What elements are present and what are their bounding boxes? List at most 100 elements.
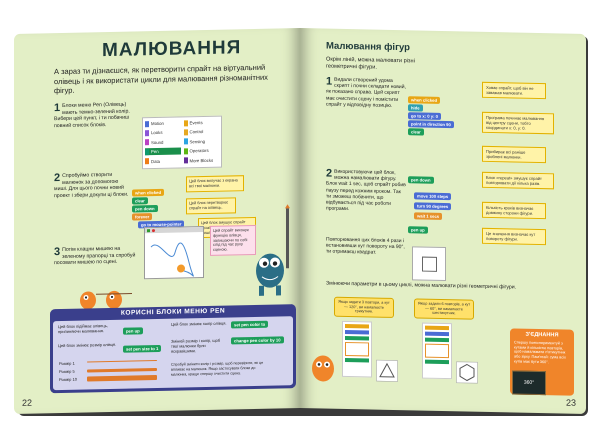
- clear-block[interactable]: clear: [408, 128, 424, 136]
- orange-monster-illustration: [312, 355, 334, 382]
- category-pen[interactable]: Pen: [145, 147, 181, 156]
- tip-triangle: Якщо задати 3 повтори, а кут — 120°, ви …: [334, 296, 394, 318]
- step-1: 1 Блоки меню Pen (Олівець) мають темно-з…: [54, 101, 136, 129]
- when-flag-clicked-block[interactable]: when clicked: [408, 96, 441, 104]
- category-label: Data: [151, 158, 161, 164]
- step-number: 3: [54, 246, 61, 259]
- category-label: Events: [189, 120, 203, 126]
- book-spread: МАЛЮВАННЯ А зараз ти дізнаєшся, як перет…: [14, 28, 588, 416]
- category-color-swatch: [145, 139, 149, 146]
- step-3: 3 Потім клацни мишею на зеленому прапорц…: [54, 245, 140, 267]
- left-page: МАЛЮВАННЯ А зараз ти дізнаєшся, як перет…: [14, 28, 300, 414]
- category-label: Motion: [151, 120, 164, 127]
- bottom-text: Змінюючи параметри в цьому циклі, можна …: [326, 280, 517, 291]
- pen-up-block[interactable]: pen up: [408, 226, 428, 234]
- step-number: 1: [326, 75, 333, 88]
- note-clear: Прибирає всі раніше зроблені малюнки.: [482, 145, 546, 164]
- set-pen-color-block[interactable]: set pen color to: [231, 320, 269, 329]
- green-flag-icon[interactable]: [147, 229, 150, 233]
- category-control[interactable]: Control: [183, 128, 220, 136]
- set-pen-size-block[interactable]: set pen size to 1: [123, 344, 162, 353]
- hide-block[interactable]: hide: [408, 104, 423, 112]
- useful-pen-blocks-box: КОРИСНІ БЛОКИ МЕНЮ PEN Цей блок підіймає…: [50, 304, 296, 394]
- pen-down-block[interactable]: pen down: [408, 176, 434, 184]
- step-text: Блоки меню Pen (Олівець) мають темно-зел…: [54, 101, 130, 129]
- chalkboard-label: 360°: [523, 379, 535, 386]
- intro-text: А зараз ти дізнаєшся, як перетворити спр…: [54, 62, 268, 96]
- size-label-1: Розмір 1: [59, 360, 75, 367]
- category-color-swatch: [145, 148, 149, 155]
- category-color-swatch: [145, 120, 149, 127]
- step-2: 2 Використовуючи цей блок, можна намалюв…: [326, 167, 406, 214]
- category-color-swatch: [183, 119, 188, 126]
- page-number: 23: [565, 397, 576, 408]
- pen-down-block[interactable]: pen down: [132, 204, 158, 213]
- page-title: Малювання фігур: [326, 40, 410, 54]
- box-body: Цей блок підіймає олівець, припиняючи ма…: [53, 316, 293, 391]
- category-label: Operators: [189, 148, 209, 154]
- category-color-swatch: [145, 130, 149, 137]
- page-number: 22: [22, 397, 33, 408]
- size-label-5: Розмір 5: [59, 368, 75, 375]
- text-change-hint: Змінюй розмір і колір, щоб твої малюнки …: [171, 337, 221, 354]
- change-pen-color-block[interactable]: change pen color by 10: [231, 336, 284, 345]
- stage-scribble: [150, 242, 194, 277]
- step-number: 1: [54, 102, 61, 115]
- category-label: More Blocks: [189, 157, 214, 163]
- category-looks[interactable]: Looks: [145, 129, 181, 137]
- text-pen-up: Цей блок підіймає олівець, припиняючи ма…: [58, 323, 108, 335]
- pen-size-5-bar: [87, 367, 157, 372]
- clear-block[interactable]: clear: [132, 197, 148, 205]
- square-result-stage: [412, 246, 446, 282]
- wait-block[interactable]: wait 1 secs: [414, 212, 443, 220]
- step-text: Потім клацни мишею на зеленому прапорці …: [54, 245, 136, 267]
- category-label: Sensing: [189, 138, 206, 145]
- square-shape: [422, 256, 437, 272]
- note-pen-down: Цей блок перетворює спрайт на олівець.: [186, 197, 236, 214]
- category-label: Sound: [151, 139, 164, 145]
- small-orange-monsters-illustration: [80, 290, 132, 310]
- task-title: З'ЄДНАННЯ: [525, 331, 559, 339]
- category-more-blocks[interactable]: More Blocks: [183, 156, 220, 164]
- pen-size-10-bar: [87, 374, 157, 382]
- hexagon-script: [422, 322, 452, 380]
- category-events[interactable]: Events: [183, 119, 220, 127]
- text-tip: Спробуй змінити колір і розмір, щоб пере…: [171, 360, 264, 377]
- when-flag-clicked-block[interactable]: when clicked: [132, 188, 165, 197]
- category-color-swatch: [183, 129, 188, 136]
- step-3: Повторювання цих блоків 4 рази і встанов…: [326, 236, 405, 257]
- pen-up-block[interactable]: pen up: [123, 327, 143, 335]
- right-page: Малювання фігур Окрім ліній, можна малюв…: [300, 28, 586, 414]
- step-text: Використовуючи цей блок, можна намалюват…: [326, 168, 406, 213]
- turn-degrees-block[interactable]: turn 90 degrees: [414, 202, 452, 211]
- tip-hexagon: Якщо задати 6 повторів, а кут — 60°, ви …: [414, 298, 474, 320]
- hexagon-result-icon: [456, 361, 478, 384]
- go-to-xy-block[interactable]: go to x: 0 y: 0: [408, 112, 441, 120]
- triangle-script: [342, 320, 372, 378]
- category-color-swatch: [183, 157, 188, 164]
- text-pen-size: Цей блок змінює розмір олівця.: [58, 341, 117, 349]
- move-steps-block[interactable]: move 100 steps: [414, 192, 452, 201]
- pen-size-1-bar: [87, 359, 157, 363]
- stop-icon[interactable]: [152, 229, 155, 233]
- category-sound[interactable]: Sound: [145, 138, 181, 146]
- category-color-swatch: [183, 138, 188, 145]
- point-direction-block[interactable]: point in direction 90: [408, 120, 454, 129]
- category-sensing[interactable]: Sensing: [183, 137, 220, 145]
- category-motion[interactable]: Motion: [145, 120, 181, 128]
- step-text: Видали створений удома скрипт і почни ск…: [326, 76, 406, 109]
- category-label: Pen: [151, 149, 159, 155]
- forever-block[interactable]: forever: [132, 213, 153, 221]
- step-1: 1 Видали створений удома скрипт і почни …: [326, 75, 406, 110]
- note-repeat: Блок «repeat» змушує спрайт повторювати …: [482, 171, 554, 190]
- scratch-stage: [144, 226, 204, 280]
- category-data[interactable]: Data: [145, 157, 181, 165]
- category-operators[interactable]: Operators: [183, 147, 220, 155]
- step-number: 2: [326, 167, 333, 180]
- category-color-swatch: [183, 148, 188, 155]
- note-hide: Ховає спрайт, щоб він не заважав малюват…: [482, 81, 546, 100]
- note-angle: Це значення визначає кут повороту фігури…: [482, 227, 546, 246]
- note-center: Програма починає малювання від центру сц…: [482, 111, 554, 135]
- triangle-result-icon: [376, 359, 398, 382]
